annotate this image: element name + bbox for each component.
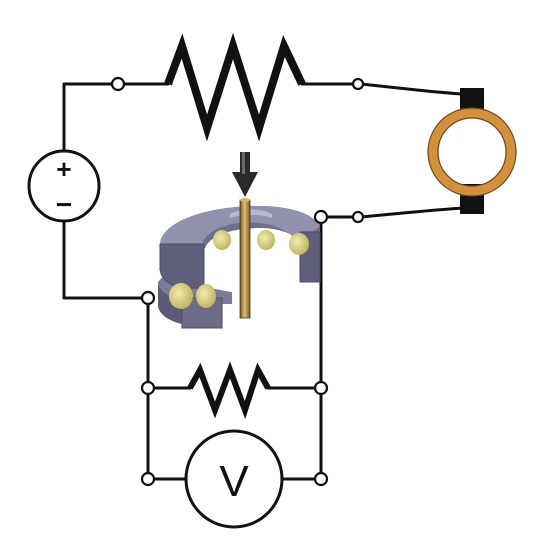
terminal-top-right [351, 77, 365, 91]
contact-ring-icon [427, 88, 517, 214]
voltmeter-symbol: V [219, 457, 249, 506]
terminal-bearing-left [140, 290, 156, 306]
terminal-resistor-right [313, 380, 329, 396]
terminals [110, 76, 365, 487]
bearing-balls [169, 230, 309, 309]
bearing-cutaway-icon [158, 198, 321, 329]
resistor-icon [187, 361, 271, 420]
resistor-bottom [187, 361, 271, 420]
terminal-voltmeter-left [140, 471, 156, 487]
wire-top-left [62, 82, 120, 152]
wire-left-bottom [62, 220, 146, 300]
plus-symbol: + [56, 154, 71, 184]
terminal-resistor-left [140, 380, 156, 396]
resistor-icon [164, 32, 306, 142]
terminal-bearing-right [313, 209, 329, 225]
wires [62, 82, 466, 481]
load-arrow-icon [232, 152, 258, 197]
dc-source-icon: + − [27, 149, 101, 223]
wire-from-ring-bottom [359, 206, 466, 219]
terminal-ring-right [351, 210, 365, 224]
voltmeter-icon: V [184, 429, 284, 529]
ring [428, 108, 516, 196]
bearing-shaft [239, 199, 251, 319]
terminal-top-left [110, 76, 126, 92]
minus-symbol: − [56, 189, 72, 220]
resistor-top [164, 32, 306, 142]
terminal-voltmeter-right [313, 471, 329, 487]
wire-to-ring-top [359, 82, 464, 96]
